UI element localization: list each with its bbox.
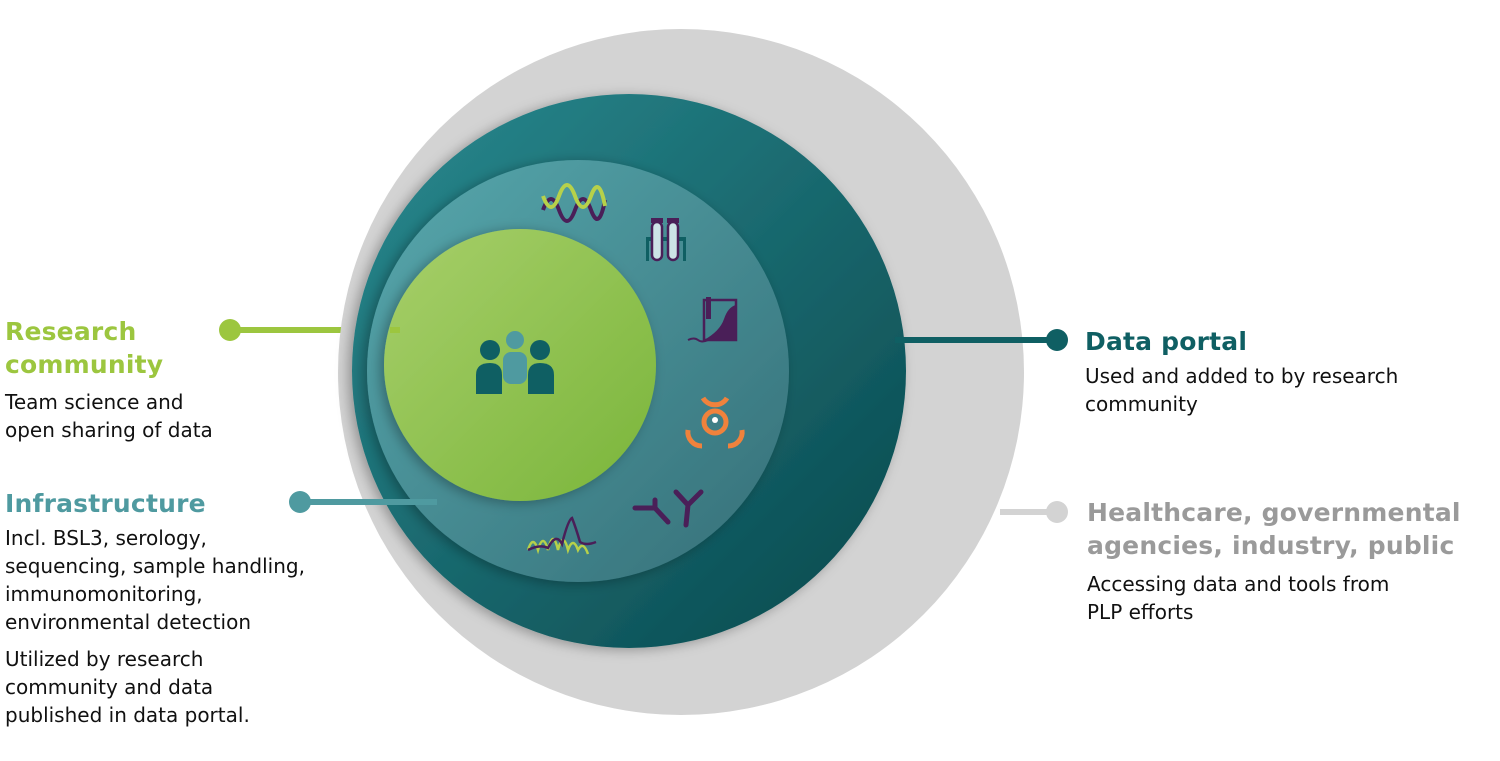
infrastructure-title: Infrastructure (5, 489, 206, 518)
infrastructure-usage: Utilized by research community and data … (5, 645, 250, 729)
desc-line: Incl. BSL3, serology, (5, 526, 207, 550)
biohazard-icon (685, 396, 745, 449)
desc-line: community (1085, 392, 1198, 416)
antibody-icon (632, 489, 704, 528)
infrastructure-description: Incl. BSL3, serology, sequencing, sample… (5, 524, 305, 636)
desc-line: Team science and (5, 390, 184, 414)
desc-line: Used and added to by research (1085, 364, 1399, 388)
desc-line: open sharing of data (5, 418, 213, 442)
data-portal-title: Data portal (1085, 327, 1248, 356)
title-line: agencies, industry, public (1087, 531, 1455, 560)
data-portal-dot (1046, 329, 1068, 351)
healthcare-title: Healthcare, governmental agencies, indus… (1087, 496, 1461, 562)
test-tubes-icon (646, 218, 686, 262)
desc-line: sequencing, sample handling, (5, 554, 305, 578)
healthcare-dot (1046, 501, 1068, 523)
title-line: Healthcare, governmental (1087, 498, 1461, 527)
desc-line: published in data portal. (5, 703, 250, 727)
infrastructure-dot (289, 491, 311, 513)
dna-icon (541, 183, 607, 223)
title-line: community (5, 350, 164, 379)
wastewater-icon (687, 297, 738, 343)
desc-line: environmental detection (5, 610, 251, 634)
desc-line: Accessing data and tools from (1087, 572, 1390, 596)
research-dot (219, 319, 241, 341)
data-portal-description: Used and added to by research community (1085, 362, 1398, 418)
desc-line: community and data (5, 675, 214, 699)
research-community-description: Team science and open sharing of data (5, 388, 213, 444)
desc-line: Utilized by research (5, 647, 204, 671)
title-line: Research (5, 317, 137, 346)
desc-line: PLP efforts (1087, 600, 1194, 624)
healthcare-description: Accessing data and tools from PLP effort… (1087, 570, 1389, 626)
people-icon (476, 331, 554, 394)
sequencing-chromatogram-icon (526, 516, 597, 555)
desc-line: immunomonitoring, (5, 582, 203, 606)
research-community-title: Research community (5, 315, 163, 381)
